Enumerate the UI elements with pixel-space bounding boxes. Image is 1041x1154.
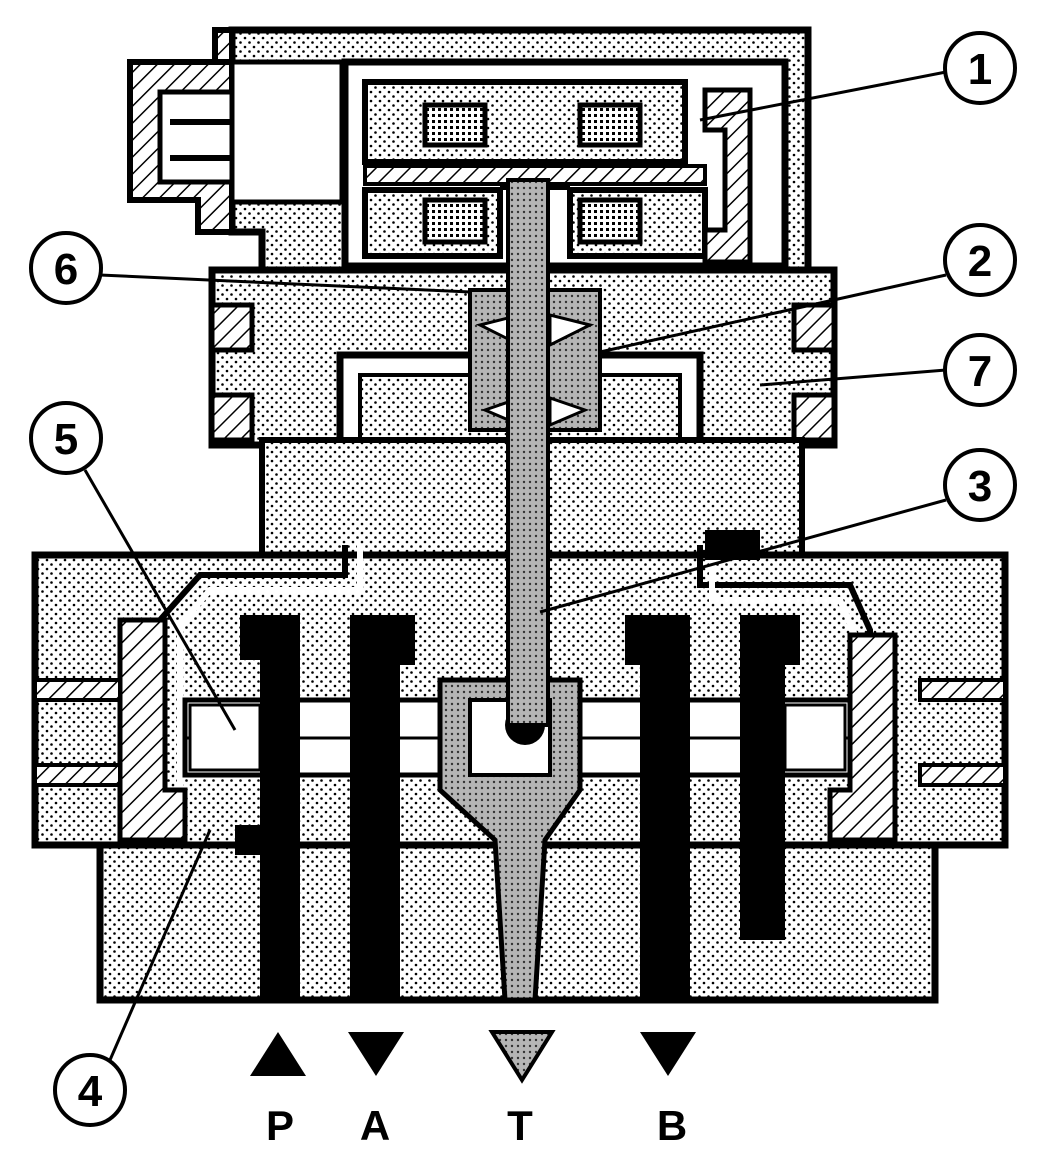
callout-6: 6 (29, 231, 471, 305)
arrow-down-icon (488, 1030, 556, 1084)
port-t-label: T (507, 1102, 533, 1149)
callout-7-label: 7 (968, 347, 992, 396)
callout-2: 2 (599, 223, 1017, 354)
port-p: P (250, 1032, 306, 1149)
port-p-label: P (266, 1102, 294, 1149)
arrow-down-icon (640, 1032, 696, 1076)
arrow-down-icon (348, 1032, 404, 1076)
port-b-label: B (657, 1102, 687, 1149)
callout-2-label: 2 (968, 237, 992, 286)
callout-4-label: 4 (78, 1067, 103, 1116)
port-t: T (488, 1030, 556, 1149)
callout-5: 5 (29, 401, 237, 731)
callout-3-label: 3 (968, 462, 992, 511)
port-a: A (348, 1032, 404, 1149)
callout-4: 4 (53, 829, 212, 1127)
port-a-label: A (360, 1102, 390, 1149)
main-valve-body (31, 178, 1009, 1004)
port-b: B (640, 1032, 696, 1149)
callout-1: 1 (699, 31, 1017, 122)
arrow-up-icon (250, 1032, 306, 1076)
callout-6-label: 6 (54, 245, 78, 294)
solenoid-housing (127, 26, 812, 276)
callout-1-label: 1 (968, 45, 992, 94)
callout-3: 3 (539, 448, 1017, 614)
callout-5-label: 5 (54, 415, 78, 464)
callout-7: 7 (759, 333, 1017, 407)
